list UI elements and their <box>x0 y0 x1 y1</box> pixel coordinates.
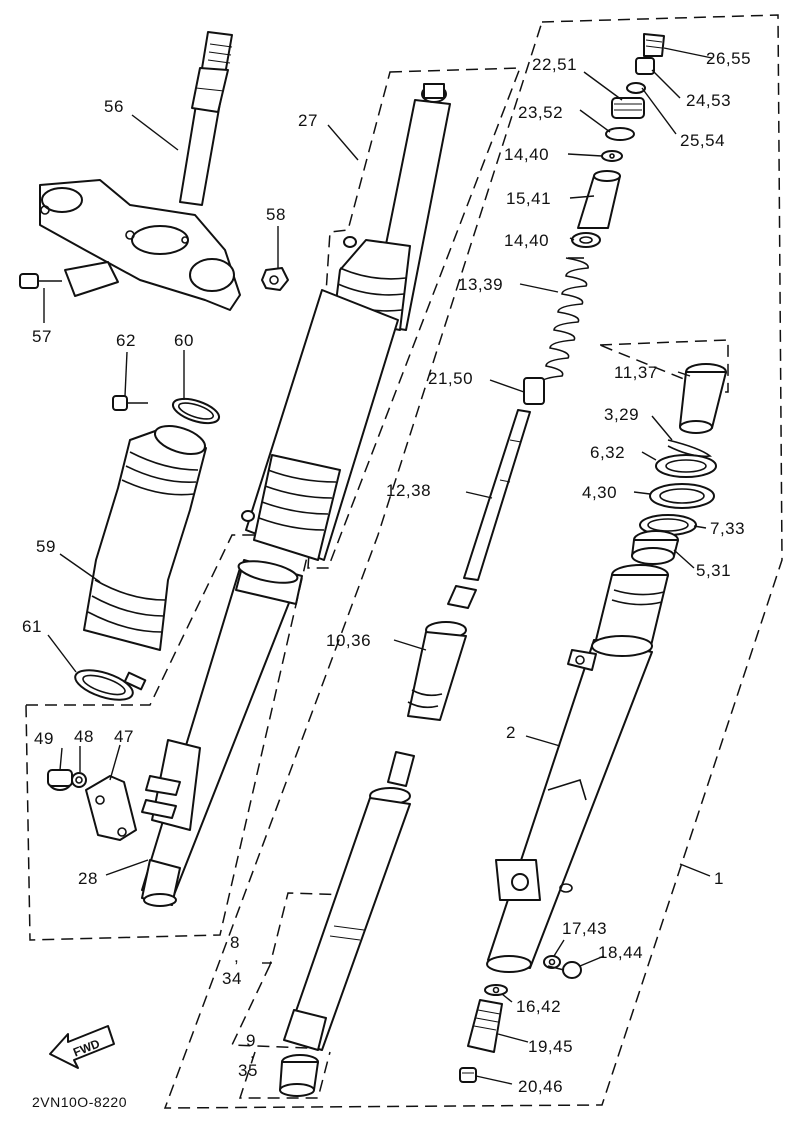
assembly-boundaries <box>25 14 783 1109</box>
callout-58: 58 <box>266 205 286 224</box>
bushing-5-31 <box>631 530 679 565</box>
nut-24-53 <box>635 57 655 75</box>
inner-tube-27 <box>241 83 451 561</box>
cap-22-51 <box>611 97 645 119</box>
callout-25-54: 25,54 <box>680 131 725 150</box>
nut-58 <box>261 267 289 291</box>
callout-13-39: 13,39 <box>458 275 503 294</box>
clamp-60 <box>171 397 221 425</box>
callout-26-55: 26,55 <box>706 49 751 68</box>
boundary-fork-assembly-1 <box>163 14 783 1109</box>
damper-components <box>387 33 665 787</box>
boundary-outer-tube-28 <box>25 534 313 941</box>
callout-3-29: 3,29 <box>604 405 639 424</box>
callout-9: 9 <box>246 1031 256 1050</box>
callout-7-33: 7,33 <box>710 519 745 538</box>
callout-48: 48 <box>74 727 94 746</box>
callout-56: 56 <box>104 97 124 116</box>
boundary-spring-11-37 <box>599 339 729 393</box>
lower-case-components <box>279 787 411 1097</box>
outer-tube-8-34 <box>283 787 411 1051</box>
callout-34: 34 <box>222 969 242 988</box>
clip-3-29 <box>667 439 713 458</box>
screw-62 <box>112 395 148 411</box>
seal-9-35 <box>279 1054 319 1097</box>
under-bracket <box>39 179 241 311</box>
callout-10-36: 10,36 <box>326 631 371 650</box>
oil-seal-6-32 <box>655 454 717 478</box>
callout-6-32: 6,32 <box>590 443 625 462</box>
leader-lines <box>43 47 713 1085</box>
callout-22-51: 22,51 <box>532 55 577 74</box>
callout-18-44: 18,44 <box>598 943 643 962</box>
bolt-57 <box>19 261 119 297</box>
washer-4-30 <box>649 483 715 509</box>
callout-4-30: 4,30 <box>582 483 617 502</box>
callout-11-37: 11,37 <box>614 363 658 382</box>
callout-1: 1 <box>714 869 724 888</box>
callout-49: 49 <box>34 729 54 748</box>
callout-14-40-lower: 14,40 <box>504 231 549 250</box>
callout-14-40-upper: 14,40 <box>504 145 549 164</box>
washer-14-40-upper <box>601 150 623 162</box>
spring-guide-11-37 <box>679 363 727 434</box>
steering-stem-assembly <box>19 31 289 311</box>
damper-rod-12-38 <box>447 409 531 609</box>
callout-19-45: 19,45 <box>528 1037 573 1056</box>
callout-21-50: 21,50 <box>428 369 473 388</box>
bracket-47 <box>85 775 137 841</box>
fork-boot-group <box>74 395 221 701</box>
fork-boot-59 <box>83 425 207 651</box>
callout-16-42: 16,42 <box>516 997 561 1016</box>
fork-outer-2-assembly <box>459 363 727 1083</box>
callout-59: 59 <box>36 537 56 556</box>
callout-8-separator: , <box>234 947 239 966</box>
callout-23-52: 23,52 <box>518 103 563 122</box>
washer-14-40-lower <box>571 232 601 248</box>
callout-28: 28 <box>78 869 98 888</box>
callout-8: 8 <box>230 933 240 952</box>
boundary-9-35 <box>238 1051 331 1099</box>
callout-5-31: 5,31 <box>696 561 731 580</box>
callout-labels: 56 57 58 62 60 59 61 49 48 47 28 27 22,5… <box>22 49 751 1096</box>
callout-12-38: 12,38 <box>386 481 431 500</box>
callout-35: 35 <box>238 1061 258 1080</box>
screw-20-46 <box>459 1067 477 1083</box>
boundary-inner-tube-27 <box>307 67 522 569</box>
washer-17-43 <box>543 955 561 969</box>
washer-48 <box>71 772 87 788</box>
callout-60: 60 <box>174 331 194 350</box>
callout-57: 57 <box>32 327 52 346</box>
steering-stem-56 <box>179 31 233 206</box>
bushing-7-33 <box>639 514 697 536</box>
drain-bolt-19-45 <box>467 999 503 1053</box>
bolt-18-44 <box>547 961 582 979</box>
callout-2: 2 <box>506 723 516 742</box>
damper-cylinder-10-36 <box>387 621 467 787</box>
clamp-61 <box>74 669 147 701</box>
callout-17-43: 17,43 <box>562 919 607 938</box>
diagram-code: 2VN10O-8220 <box>32 1094 127 1110</box>
o-ring-23-52 <box>605 127 635 141</box>
callout-15-41: 15,41 <box>506 189 551 208</box>
callout-20-46: 20,46 <box>518 1077 563 1096</box>
outer-tube-28 <box>141 559 303 907</box>
spacer-15-41 <box>577 170 621 229</box>
callout-47: 47 <box>114 727 134 746</box>
callout-24-53: 24,53 <box>686 91 731 110</box>
o-ring-25-54 <box>626 82 646 94</box>
callout-27: 27 <box>298 111 318 130</box>
callout-9-separator: , <box>250 1043 255 1062</box>
bracket-parts-47-49 <box>47 769 137 841</box>
callout-62: 62 <box>116 331 136 350</box>
cap-bolt-26-55 <box>643 33 665 57</box>
fork-spring-13-39 <box>539 257 589 385</box>
fork-outer-tube-2 <box>486 564 669 973</box>
callout-61: 61 <box>22 617 42 636</box>
rod-fitting-21-50 <box>523 377 545 405</box>
cap-nut-49 <box>47 769 73 791</box>
fwd-arrow: FWD <box>49 1025 115 1069</box>
gasket-16-42 <box>484 984 508 996</box>
